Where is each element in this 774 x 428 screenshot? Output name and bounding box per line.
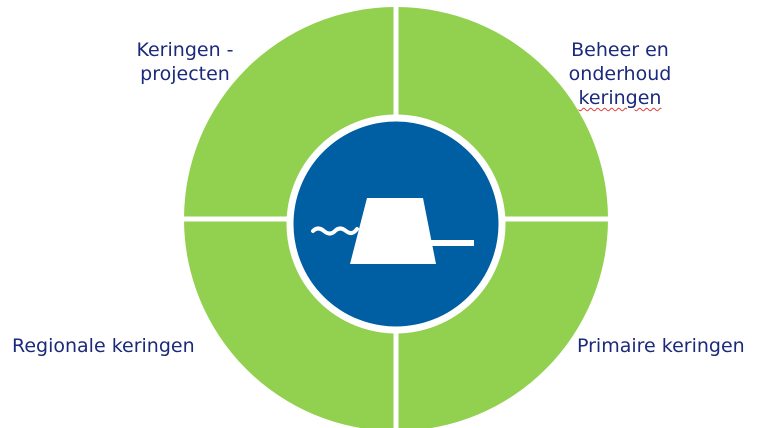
label-line: keringen (545, 86, 695, 110)
label-beheer-onderhoud: Beheer en onderhoud keringen (545, 38, 695, 110)
dike-levee-icon (311, 198, 474, 264)
dike-foreland-shape (430, 240, 474, 246)
label-line: Beheer en (571, 39, 669, 61)
label-primaire-keringen: Primaire keringen (577, 334, 745, 358)
label-line: Regionale keringen (12, 335, 195, 357)
spellcheck-word: keringen (578, 87, 662, 109)
label-line: onderhoud (568, 63, 672, 85)
label-keringen-projecten: Keringen - projecten (105, 38, 265, 86)
water-wave-shape (311, 226, 359, 236)
dike-body-shape (350, 198, 436, 264)
label-line: Primaire keringen (577, 335, 745, 357)
label-regionale-keringen: Regionale keringen (12, 334, 195, 358)
label-line: projecten (140, 63, 230, 85)
label-line: Keringen - (136, 39, 234, 61)
